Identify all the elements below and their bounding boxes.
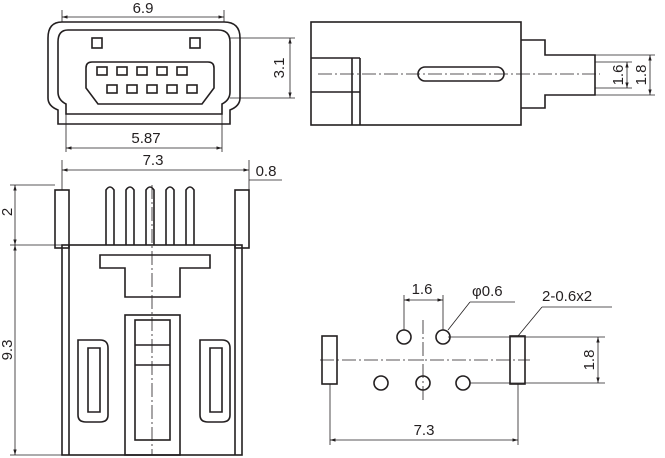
pcb-pitch-label: 1.6: [412, 281, 433, 298]
pad-spacing-label: 7.3: [414, 422, 435, 439]
front-width-label: 6.9: [133, 0, 154, 17]
bottom-offset-label: 0.8: [256, 163, 277, 180]
bottom-pins: [105, 186, 195, 245]
pin-length-label: 2: [0, 208, 16, 216]
front-height-label: 3.1: [271, 58, 288, 79]
side-inner-height-label: 1.6: [610, 65, 627, 86]
pcb-layout: 1.6 φ0.6 2-0.6x2 1.8 7.3: [320, 281, 612, 445]
front-inner-width-label: 5.87: [131, 130, 160, 147]
bottom-width-label: 7.3: [143, 152, 164, 169]
front-pins: [96, 66, 198, 94]
row-spacing-label: 1.8: [581, 350, 598, 371]
hole-diameter-label: φ0.6: [472, 283, 503, 300]
slot-label: 2-0.6x2: [542, 288, 592, 305]
side-outer-height-label: 1.8: [633, 65, 650, 86]
bottom-view: 7.3 0.8 2 9.3: [0, 152, 282, 456]
side-view: 1.6 1.8: [310, 21, 655, 126]
front-view: 6.9 3.1 5.87: [47, 0, 295, 152]
bottom-length-label: 9.3: [0, 340, 16, 361]
